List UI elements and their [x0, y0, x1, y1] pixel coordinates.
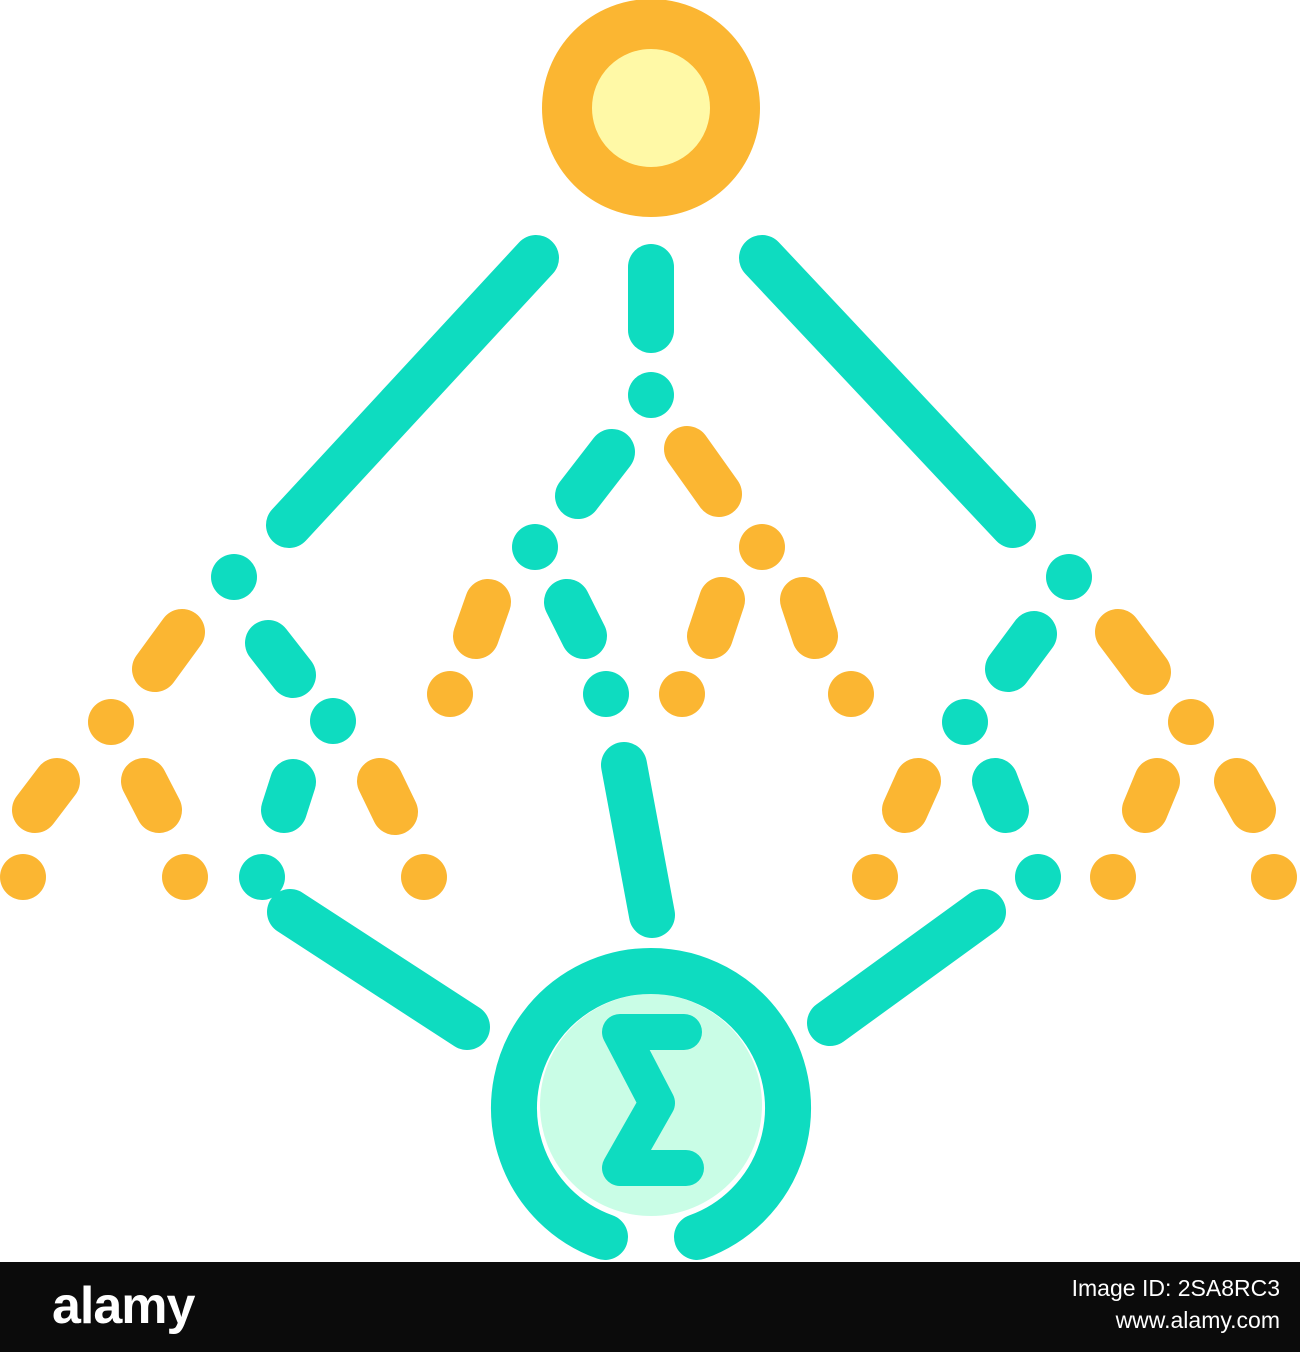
random-forest-ensemble-icon	[0, 0, 1297, 1260]
footer-bar: alamy Image ID: 2SA8RC3 www.alamy.com	[0, 1262, 1300, 1352]
root-node-icon	[542, 0, 760, 217]
sum-node-icon	[491, 948, 811, 1260]
image-meta: Image ID: 2SA8RC3 www.alamy.com	[1072, 1272, 1280, 1336]
site-url-text: www.alamy.com	[1115, 1307, 1280, 1333]
right-tree	[807, 554, 1297, 1046]
left-tree	[0, 554, 490, 1050]
brand-logo: alamy	[52, 1277, 195, 1335]
middle-tree	[427, 372, 874, 938]
main-branches	[266, 235, 1036, 548]
image-id-text: Image ID: 2SA8RC3	[1071, 1275, 1280, 1301]
